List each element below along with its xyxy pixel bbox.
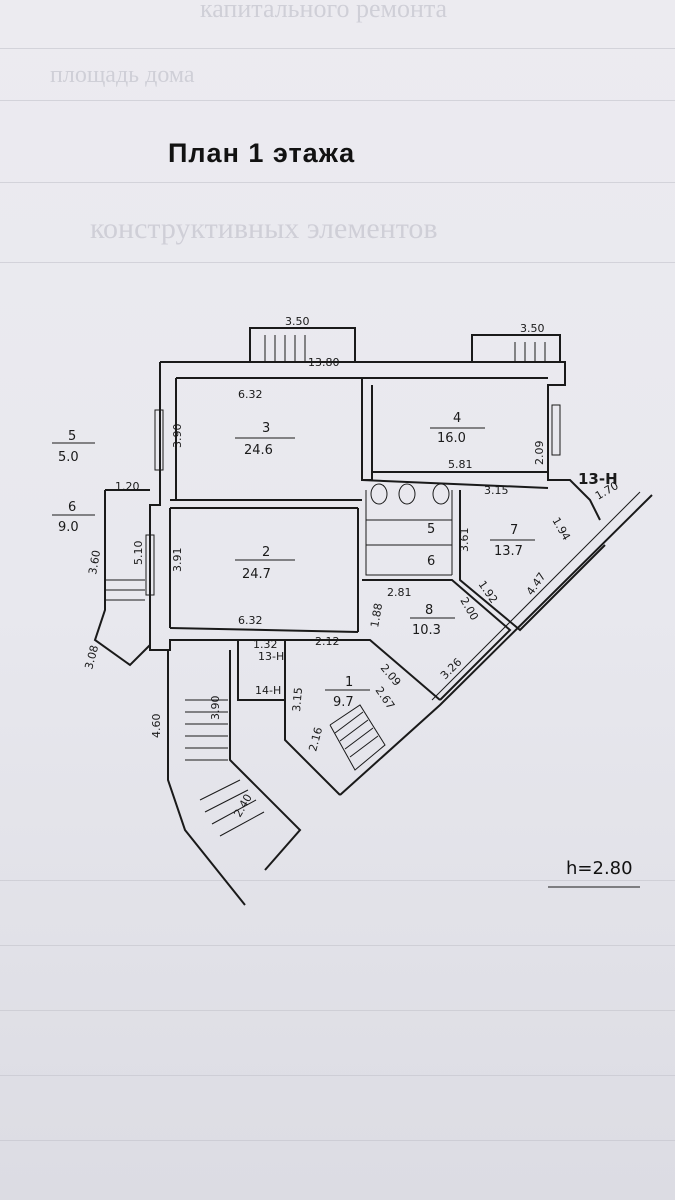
room-5-outside-number: 5 [68, 429, 76, 444]
marker-13-n-left: 13-Н [258, 650, 284, 663]
dim-3-91: 3.91 [171, 548, 184, 573]
ghost-heading-repair: капитального ремонта [200, 0, 448, 23]
ceiling-height-label: h=2.80 [566, 858, 633, 879]
dim-3-15-top: 3.15 [484, 484, 509, 497]
room-7-area: 13.7 [494, 544, 523, 559]
dim-1-92: 1.92 [476, 578, 501, 606]
dim-2-09: 2.09 [533, 441, 546, 466]
dim-3-90-bottom: 3.90 [209, 696, 222, 721]
room-6-number: 6 [427, 554, 435, 569]
room-5-outside-area: 5.0 [58, 450, 79, 465]
dim-13-80: 13.80 [308, 356, 340, 369]
dim-3-08: 3.08 [82, 644, 101, 671]
dim-1-94: 1.94 [549, 515, 573, 543]
dim-2-12: 2.12 [315, 635, 340, 648]
room-6-outside-area: 9.0 [58, 520, 79, 535]
room-4-area: 16.0 [437, 431, 466, 446]
room-8-area: 10.3 [412, 623, 441, 638]
room-8-number: 8 [425, 603, 433, 618]
ghost-heading-area: площадь дома [50, 62, 195, 88]
dim-4-47: 4.47 [524, 570, 549, 598]
room-5-number: 5 [427, 522, 435, 537]
dim-3-61: 3.61 [458, 528, 471, 553]
dim-3-90-top: 3.90 [171, 424, 184, 449]
room-1-area: 9.7 [333, 695, 354, 710]
dim-2-40: 2.40 [231, 792, 255, 820]
room-2-number: 2 [262, 545, 270, 560]
room-6-outside-number: 6 [68, 500, 76, 515]
room-3-area: 24.6 [244, 443, 273, 458]
dim-6-32-top: 6.32 [238, 388, 263, 401]
dim-5-10: 5.10 [132, 541, 145, 566]
marker-13-n-right: 13-Н [578, 470, 618, 488]
room-4-number: 4 [453, 411, 461, 426]
room-7-number: 7 [510, 523, 518, 538]
plan-title: План 1 этажа [168, 138, 356, 168]
dim-3-60: 3.60 [86, 549, 103, 575]
dim-1-32: 1.32 [253, 638, 278, 651]
dim-3-15-lower: 3.15 [290, 687, 305, 713]
dim-1-88: 1.88 [368, 602, 385, 628]
dim-3-50-left: 3.50 [285, 315, 310, 328]
ghost-heading-elements: конструктивных элементов [90, 212, 438, 245]
dim-3-50-right: 3.50 [520, 322, 545, 335]
room-3-number: 3 [262, 421, 270, 436]
dim-2-16: 2.16 [306, 726, 325, 753]
dim-2-81: 2.81 [387, 586, 412, 599]
room-2-area: 24.7 [242, 567, 271, 582]
dim-5-81: 5.81 [448, 458, 473, 471]
dim-1-20: 1.20 [115, 480, 140, 493]
dim-2-00: 2.00 [457, 595, 481, 623]
dim-6-32-bottom: 6.32 [238, 614, 263, 627]
dim-4-60: 4.60 [150, 714, 163, 739]
marker-14-n: 14-Н [255, 684, 281, 697]
room-1-number: 1 [345, 675, 353, 690]
